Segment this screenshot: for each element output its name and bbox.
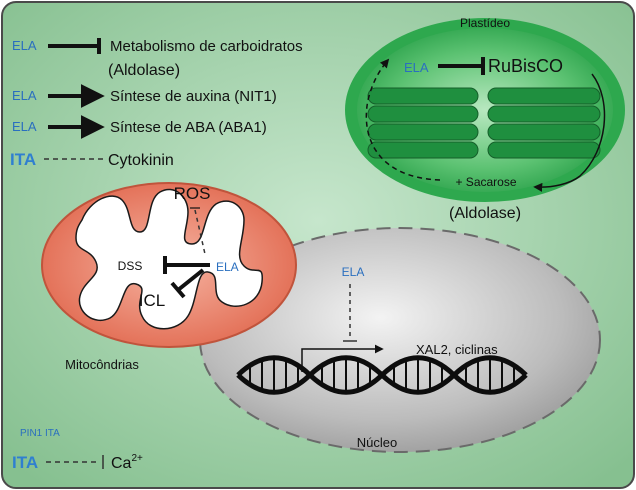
plastid-target-label: RuBisCO	[488, 56, 563, 76]
thylakoid-stack-left	[367, 87, 479, 159]
row2-target-label: Síntese de auxina (NIT1)	[110, 88, 277, 105]
nucleus-caption: Núcleo	[357, 435, 397, 450]
mito-agent-label: ELA	[216, 260, 239, 274]
transcription-start-arrow	[301, 344, 384, 372]
mitochondria-cristae	[75, 188, 263, 330]
plastid-title: Plastídeo	[460, 16, 510, 30]
nucleus-agent-label: ELA	[342, 265, 365, 279]
bottom-agent-label: ITA	[12, 453, 38, 472]
nucleus-genes-label: XAL2, ciclinas	[416, 342, 498, 357]
nucleus-body	[199, 227, 601, 453]
mito-icl-inhibition-bar	[170, 281, 186, 299]
bottom-target-text: Ca	[111, 455, 132, 472]
dna-helix	[236, 355, 528, 395]
row4-agent-label: ITA	[10, 150, 36, 169]
plastid-dashed-cycle-arrow	[365, 58, 441, 181]
bottom-target-label: Ca2+	[111, 453, 143, 472]
plastid-product-label: + Sacarose	[455, 175, 516, 189]
mito-icl-label: ICL	[139, 291, 165, 310]
plastid-agent-label: ELA	[404, 60, 429, 75]
thylakoid-stack-right	[487, 87, 601, 159]
row2-agent-label: ELA	[12, 88, 37, 103]
row4-target-label: Cytokinin	[108, 152, 174, 169]
mito-icl-inhibition-line	[176, 268, 205, 292]
row1-target-line2: (Aldolase)	[108, 62, 180, 79]
bottom-small-label: PIN1 ITA	[20, 428, 60, 439]
bottom-target-superscript: 2+	[131, 453, 143, 464]
mito-dss-label: DSS	[118, 259, 143, 273]
row3-agent-label: ELA	[12, 119, 37, 134]
row1-agent-label: ELA	[12, 38, 37, 53]
plastid-caption: (Aldolase)	[449, 205, 521, 222]
plastid-solid-cycle-arrow	[533, 73, 606, 192]
mito-ros-label: ROS	[174, 184, 211, 203]
row1-target-line1: Metabolismo de carboidratos	[110, 38, 303, 55]
mito-caption: Mitocôndrias	[65, 357, 139, 372]
row3-target-label: Síntese de ABA (ABA1)	[110, 119, 267, 136]
